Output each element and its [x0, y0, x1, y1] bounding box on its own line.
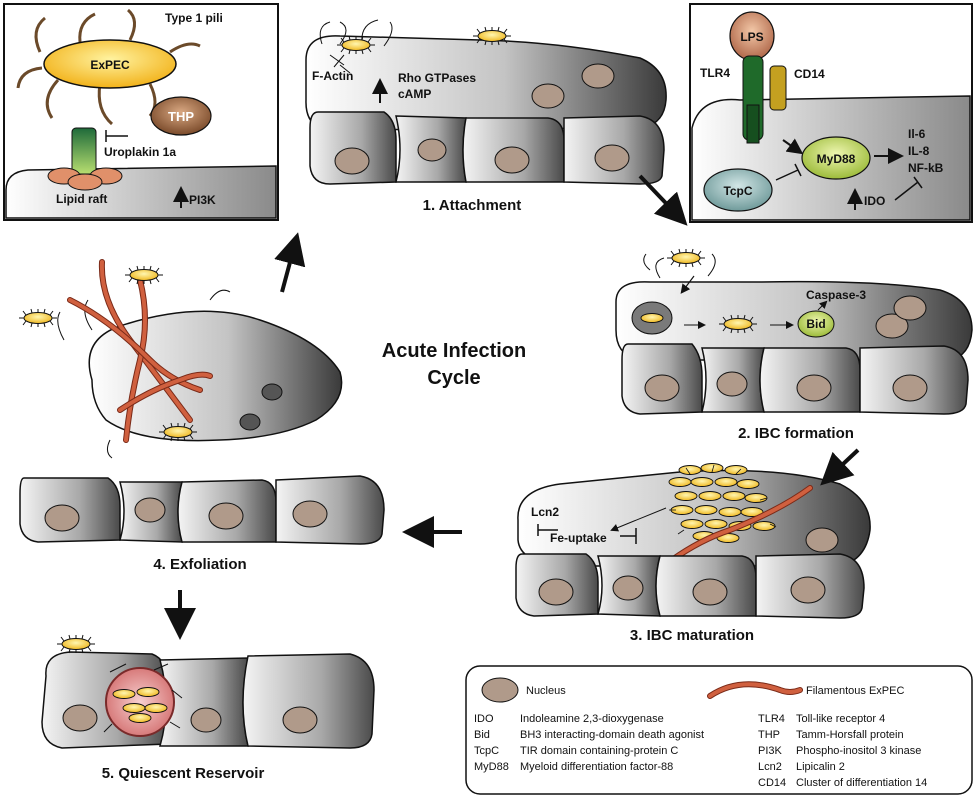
- thp-molecule: [150, 96, 212, 136]
- factin-label: F-Actin: [312, 69, 353, 83]
- nfkb-label: NF-kB: [908, 161, 944, 175]
- legend-def: Myeloid differentiation factor-88: [520, 761, 673, 773]
- legend-abbr: TcpC: [474, 745, 499, 757]
- lcn2-label: Lcn2: [531, 505, 559, 519]
- cycle-title-line1: Acute Infection: [382, 340, 526, 362]
- stage3-label: 3. IBC maturation: [630, 627, 754, 644]
- camp-label: cAMP: [398, 87, 431, 101]
- legend-def: TIR domain containing-protein C: [520, 745, 678, 757]
- stage-exfoliation: 4. Exfoliation: [18, 259, 385, 573]
- stage-quiescent-reservoir: 5. Quiescent Reservoir: [41, 634, 375, 782]
- legend-abbr: CD14: [758, 777, 786, 789]
- tlr4-label: TLR4: [700, 66, 730, 80]
- tcpc-label: TcpC: [723, 184, 752, 198]
- legend-def: Lipicalin 2: [796, 761, 845, 773]
- legend-abbr: MyD88: [474, 761, 509, 773]
- myd88-label: MyD88: [817, 152, 856, 166]
- legend-filament-label: Filamentous ExPEC: [806, 685, 904, 697]
- pi3k-label: PI3K: [189, 193, 216, 207]
- legend-abbr: IDO: [474, 713, 494, 725]
- legend-abbr: TLR4: [758, 713, 785, 725]
- legend-nucleus-label: Nucleus: [526, 685, 566, 697]
- stage5-label: 5. Quiescent Reservoir: [102, 765, 265, 782]
- legend-def: BH3 interacting-domain death agonist: [520, 729, 704, 741]
- ido-label: IDO: [864, 194, 885, 208]
- legend-def: Tamm-Horsfall protein: [796, 729, 904, 741]
- expec-cell: [43, 39, 177, 89]
- legend-abbr: Bid: [474, 729, 490, 741]
- myd88-node: [801, 136, 871, 180]
- legend-def: Cluster of differentiation 14: [796, 777, 927, 789]
- stage2-label: 2. IBC formation: [738, 425, 854, 442]
- tcpc-node: [703, 168, 773, 212]
- fe-uptake-label: Fe-uptake: [550, 531, 607, 545]
- lps-label: LPS: [740, 30, 763, 44]
- cycle-title-line2: Cycle: [427, 367, 480, 389]
- inset-right: LPS TLR4 CD14 MyD88 Il-6 IL-8 NF-kB TcpC…: [689, 3, 973, 223]
- legend-abbr: THP: [758, 729, 780, 741]
- inset-left: ExPEC Type 1 pili THP Uroplakin 1a Lipid…: [3, 3, 279, 221]
- legend-def: Indoleamine 2,3-dioxygenase: [520, 713, 664, 725]
- il8-label: IL-8: [908, 144, 930, 158]
- stage-attachment: F-Actin Rho GTPases cAMP 1. Attachment: [305, 19, 667, 214]
- rho-label: Rho GTPases: [398, 71, 476, 85]
- stage1-label: 1. Attachment: [423, 197, 522, 214]
- thp-label: THP: [168, 109, 194, 124]
- expec-label: ExPEC: [90, 58, 130, 72]
- bid-label: Bid: [806, 317, 825, 331]
- stage-ibc-maturation: Lcn2 Fe-uptake 3. IBC maturation: [515, 463, 871, 644]
- legend-def: Toll-like receptor 4: [796, 713, 885, 725]
- caspase-label: Caspase-3: [806, 288, 866, 302]
- legend-abbr: Lcn2: [758, 761, 782, 773]
- lipid-raft-label: Lipid raft: [56, 192, 107, 206]
- reservoir-vesicle: [105, 667, 175, 737]
- legend-def: Phospho-inositol 3 kinase: [796, 745, 921, 757]
- legend-nucleus-swatch: [481, 677, 519, 703]
- filaments-exfoliation: [67, 259, 213, 443]
- cd14-receptor: [769, 65, 787, 111]
- cycle-arrows: [164, 174, 860, 640]
- il6-label: Il-6: [908, 127, 926, 141]
- stage4-label: 4. Exfoliation: [153, 556, 246, 573]
- stage-ibc-formation: Bid Caspase-3 2. IBC formation: [615, 248, 973, 442]
- uroplakin-label: Uroplakin 1a: [104, 145, 176, 159]
- ibc-cluster: [668, 463, 777, 543]
- legend: Nucleus Filamentous ExPEC IDO Indoleamin…: [465, 665, 973, 795]
- bid-node: [797, 310, 835, 338]
- type1-pili-label: Type 1 pili: [165, 11, 223, 25]
- cd14-label: CD14: [794, 67, 825, 81]
- legend-abbr: PI3K: [758, 745, 783, 757]
- uroplakin-receptor: [71, 127, 97, 175]
